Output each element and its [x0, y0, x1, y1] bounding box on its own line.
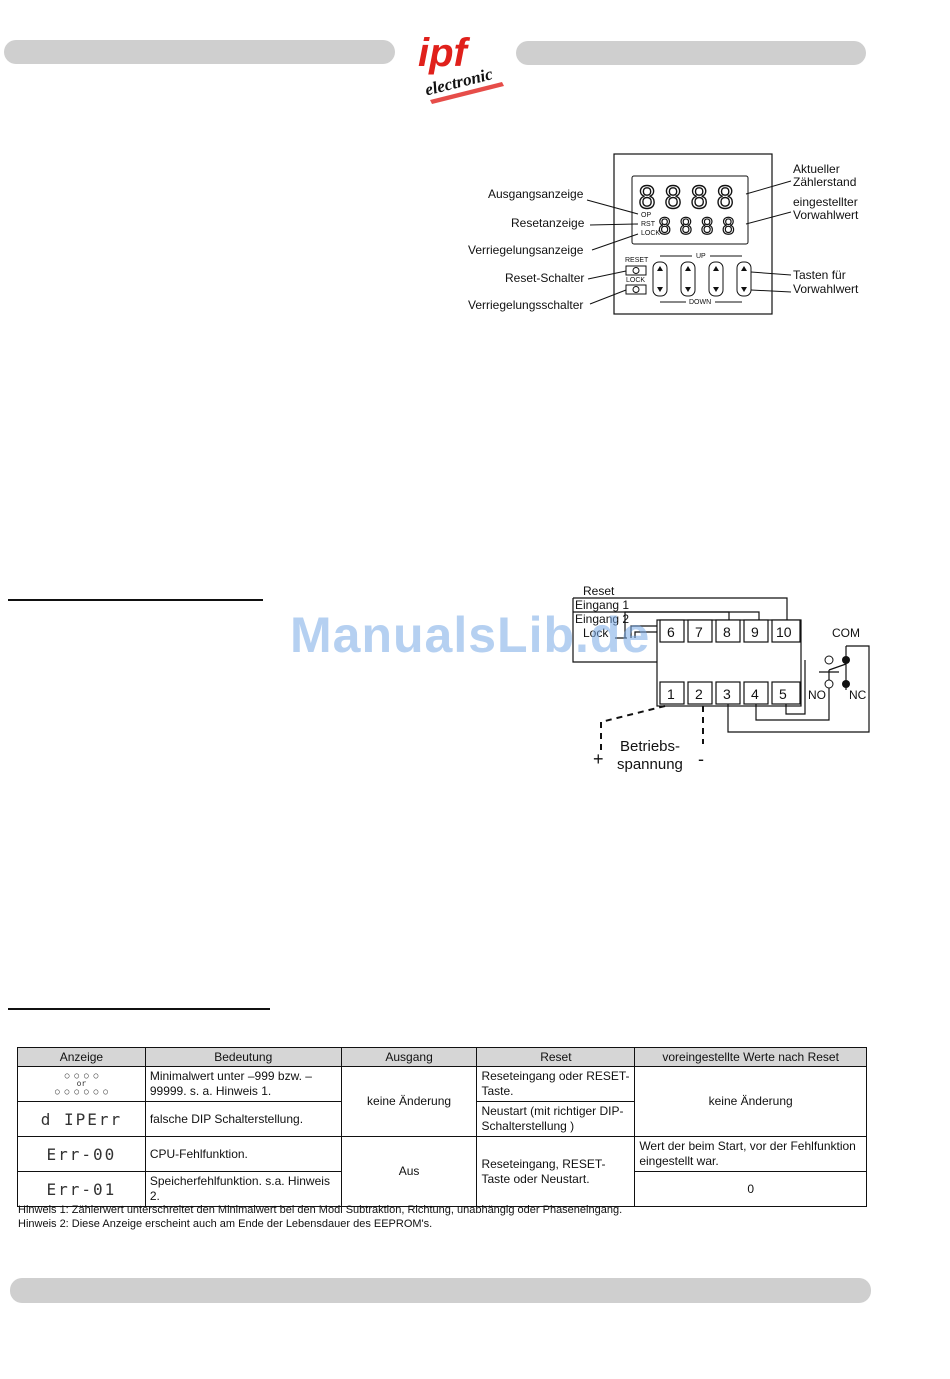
- relay-nc: NC: [849, 688, 867, 702]
- reset-switch-label: RESET: [625, 257, 649, 264]
- indicator-rst: RST: [641, 221, 656, 228]
- label-vorwahlwert-tasten: Vorwahlwert: [793, 282, 859, 296]
- section-rule-errors: [8, 1008, 270, 1010]
- label-tasten-fuer: Tasten für: [793, 268, 846, 282]
- label-aktueller: Aktueller: [793, 162, 840, 176]
- supply-plus: +: [593, 749, 604, 769]
- ipf-logo: ipf electronic: [416, 26, 508, 104]
- input-eingang-2: Eingang 2: [575, 612, 629, 626]
- input-eingang-1: Eingang 1: [575, 598, 629, 612]
- display-dots-top: ○ ○ ○ ○: [64, 1071, 99, 1080]
- note-1: Hinweis 1: Zählerwert unterschreitet den…: [18, 1204, 623, 1216]
- note-2: Hinweis 2: Diese Anzeige erscheint auch …: [18, 1218, 433, 1230]
- table-row: Err-00 CPU-Fehlfunktion. Aus Reseteingan…: [17, 1136, 867, 1207]
- lock-switch-label: LOCK: [626, 277, 645, 284]
- indicator-lock: LOCK: [641, 230, 660, 237]
- cell-preset-keine-aenderung: keine Änderung: [634, 1066, 867, 1137]
- label-reset-schalter: Reset-Schalter: [505, 271, 584, 285]
- table-header-row: Anzeige Bedeutung Ausgang Reset voreinge…: [17, 1047, 867, 1067]
- display-dots-bottom: ○ ○ ○ ○ ○ ○: [54, 1087, 108, 1096]
- cell-output-keine-aenderung: keine Änderung: [340, 1066, 478, 1137]
- section-rule-wiring: [8, 599, 263, 601]
- display-top-digits: 8888: [638, 181, 742, 216]
- wiring-diagram: Reset Eingang 1 Eingang 2 Lock 6 7 8 9 1…: [572, 584, 870, 773]
- watermark: ManualsLib.de: [290, 607, 651, 663]
- svg-text:ipf: ipf: [418, 31, 471, 75]
- terminal-6: 6: [667, 624, 675, 640]
- label-resetanzeige: Resetanzeige: [511, 216, 585, 230]
- display-or: or: [76, 1079, 87, 1088]
- cell-preset-zero: 0: [634, 1171, 867, 1207]
- error-table: Anzeige Bedeutung Ausgang Reset voreinge…: [17, 1047, 867, 1207]
- table-row: ○ ○ ○ ○ or ○ ○ ○ ○ ○ ○ Minimalwert unter…: [17, 1066, 867, 1137]
- cell-display-err-01: Err-01: [17, 1171, 146, 1207]
- label-verriegelungsanzeige: Verriegelungsanzeige: [468, 243, 584, 257]
- label-eingestellter: eingestellter: [793, 195, 858, 209]
- terminal-3: 3: [723, 686, 731, 702]
- header-reset: Reset: [476, 1047, 636, 1067]
- footer-bar: [10, 1278, 871, 1303]
- cell-meaning-dip: falsche DIP Schalterstellung.: [144, 1101, 342, 1137]
- relay-no: NO: [808, 688, 826, 702]
- terminal-9: 9: [751, 624, 759, 640]
- table-row: d IPErr falsche DIP Schalterstellung. Ne…: [17, 1101, 867, 1137]
- terminal-10: 10: [776, 624, 792, 640]
- terminal-2: 2: [695, 686, 703, 702]
- down-label: DOWN: [689, 299, 711, 306]
- terminal-5: 5: [779, 686, 787, 702]
- cell-output-aus: Aus: [340, 1136, 478, 1207]
- display-bottom-digits: 8888: [658, 215, 743, 240]
- terminal-7: 7: [695, 624, 703, 640]
- label-vorwahlwert: Vorwahlwert: [793, 208, 859, 222]
- table-row: Err-01 Speicherfehlfunktion. s.a. Hinwei…: [17, 1171, 867, 1207]
- indicator-op: OP: [641, 212, 651, 219]
- cell-display-minimum: ○ ○ ○ ○ or ○ ○ ○ ○ ○ ○: [17, 1066, 146, 1102]
- header-anzeige: Anzeige: [17, 1047, 146, 1067]
- terminal-1: 1: [667, 686, 675, 702]
- terminal-8: 8: [723, 624, 731, 640]
- cell-display-dip-err: d IPErr: [17, 1101, 146, 1137]
- cell-preset-start-value: Wert der beim Start, vor der Fehlfunktio…: [634, 1136, 867, 1172]
- table-notes: Hinweis 1: Zählerwert unterschreitet den…: [18, 1203, 622, 1231]
- header-voreingestellt: voreingestellte Werte nach Reset: [634, 1047, 867, 1067]
- terminal-4: 4: [751, 686, 759, 702]
- cell-reset-minimum: Reseteingang oder RESET-Taste.: [476, 1066, 636, 1102]
- supply-minus: -: [698, 749, 704, 769]
- relay-com: COM: [832, 626, 860, 640]
- header-ausgang: Ausgang: [340, 1047, 478, 1067]
- cell-meaning-cpu: CPU-Fehlfunktion.: [144, 1136, 342, 1172]
- cell-reset-dip: Neustart (mit richtiger DIP-Schalterstel…: [476, 1101, 636, 1137]
- supply-label-1: Betriebs-: [620, 738, 680, 755]
- cell-meaning-minimum: Minimalwert unter –999 bzw. –99999. s. a…: [144, 1066, 342, 1102]
- display-diagram: 8888 8888 OP RST LOCK UP DOWN RESET LOCK…: [468, 153, 859, 315]
- input-reset: Reset: [583, 584, 615, 598]
- header-bedeutung: Bedeutung: [144, 1047, 342, 1067]
- label-ausgangsanzeige: Ausgangsanzeige: [488, 187, 584, 201]
- cell-display-err-00: Err-00: [17, 1136, 146, 1172]
- cell-meaning-memory: Speicherfehlfunktion. s.a. Hinweis 2.: [144, 1171, 342, 1207]
- header-bar-left: [4, 40, 395, 64]
- header-bar-right: [516, 41, 866, 65]
- label-zaehlerstand: Zählerstand: [793, 175, 856, 189]
- label-verriegelungsschalter: Verriegelungsschalter: [468, 298, 583, 312]
- up-label: UP: [696, 253, 706, 260]
- cell-reset-neustart: Reseteingang, RESET-Taste oder Neustart.: [476, 1136, 636, 1207]
- supply-label-2: spannung: [617, 756, 683, 773]
- input-lock: Lock: [583, 626, 609, 640]
